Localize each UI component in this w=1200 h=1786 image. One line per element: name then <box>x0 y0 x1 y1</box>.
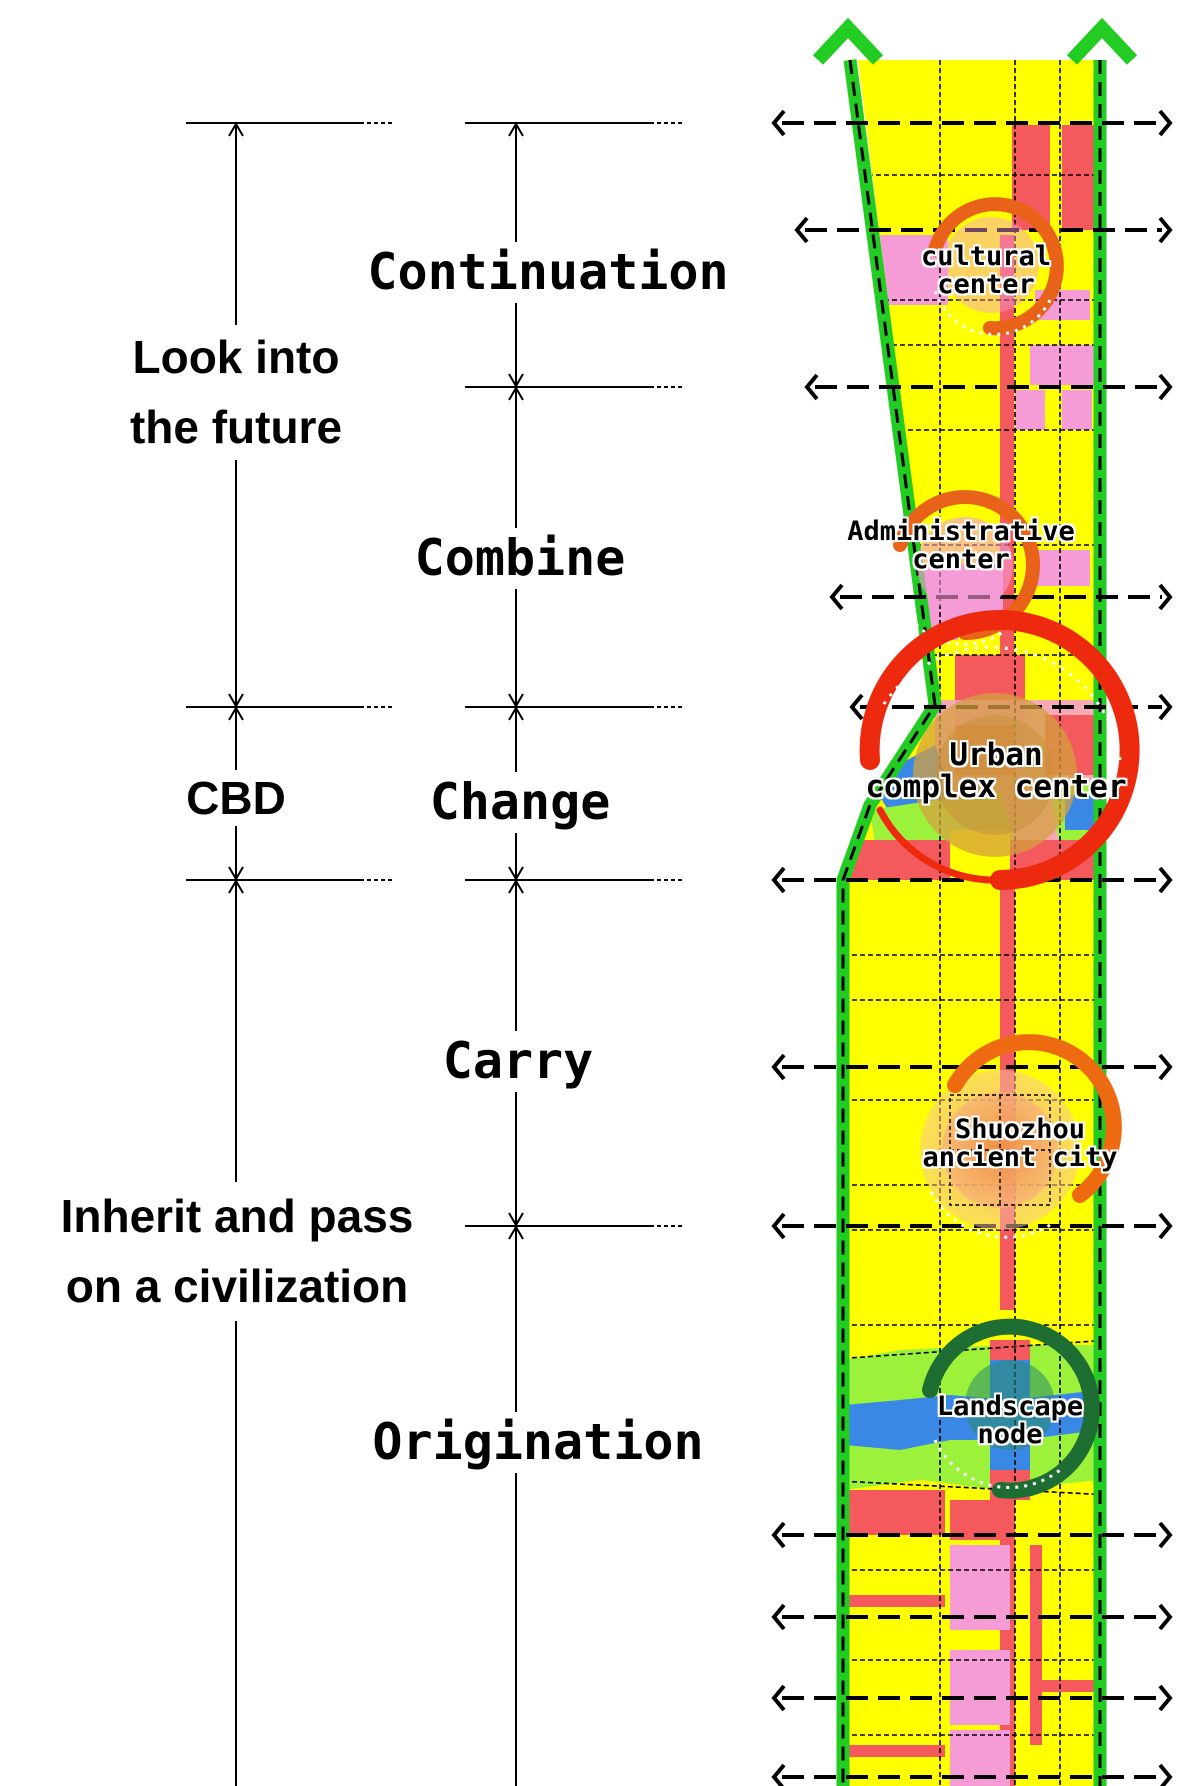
node-line-1: cultural <box>920 241 1052 272</box>
axis-row-1 <box>771 109 1173 137</box>
node-line-1: Administrative <box>847 516 1075 547</box>
green-arrow-up-right-icon <box>1066 17 1138 65</box>
node-label-cultural-center: cultural center <box>886 243 1086 298</box>
axis-row-3 <box>804 373 1173 401</box>
node-label-administrative-center: Administrative center <box>826 518 1096 573</box>
green-axis <box>812 17 1138 1786</box>
node-line-2: ancient city <box>922 1141 1118 1173</box>
node-line-1: Shuozhou <box>954 1114 1086 1145</box>
axis-row-5 <box>849 693 1173 721</box>
urban-complex-center-ring-icon <box>859 610 1140 890</box>
era-line-2: on a civilization <box>65 1260 409 1313</box>
axis-row-9 <box>771 1521 1173 1549</box>
stage-label-combine: Combine <box>410 528 630 589</box>
era-line-2: the future <box>129 401 343 454</box>
era-line-1: Inherit and pass <box>60 1190 414 1242</box>
node-line-2: center <box>912 543 1010 575</box>
axis-row-8 <box>771 1212 1173 1240</box>
axis-row-11 <box>771 1684 1173 1712</box>
stage-label-continuation: Continuation <box>362 242 734 303</box>
green-arrow-up-left-icon <box>812 17 884 65</box>
cultural-center-ring-icon <box>928 197 1064 336</box>
stage-timeline <box>465 122 682 1786</box>
axis-row-10 <box>771 1603 1173 1631</box>
node-line-2: node <box>977 1418 1043 1450</box>
node-line-2: complex center <box>865 768 1127 805</box>
era-line-1: Look into <box>132 331 340 383</box>
era-label-cbd: CBD <box>176 770 296 827</box>
landscape-node-ring-icon <box>922 1318 1100 1499</box>
era-label-look-into-the-future: Look into the future <box>106 325 366 460</box>
node-label-shuozhou-ancient-city: Shuozhou ancient city <box>900 1116 1140 1171</box>
node-line-2: center <box>937 268 1035 300</box>
city-plan-strip <box>843 60 1100 1786</box>
node-label-landscape-node: Landscape node <box>910 1393 1110 1448</box>
node-label-urban-complex-center: Urban complex center <box>846 737 1146 805</box>
stage-label-origination: Origination <box>364 1412 712 1473</box>
node-line-1: Urban <box>949 737 1043 773</box>
axis-row-4 <box>829 583 1173 611</box>
era-label-inherit-and-pass: Inherit and pass on a civilization <box>22 1182 452 1321</box>
shuozhou-ancient-city-ring-icon <box>920 1034 1122 1239</box>
node-line-1: Landscape <box>936 1391 1084 1422</box>
stage-label-change: Change <box>420 772 620 833</box>
axis-row-12 <box>771 1763 1173 1786</box>
axis-row-2 <box>794 216 1173 244</box>
axis-row-6 <box>771 866 1173 894</box>
axis-row-7 <box>771 1053 1173 1081</box>
east-west-axes <box>771 109 1173 1786</box>
stage-label-carry: Carry <box>438 1031 598 1092</box>
